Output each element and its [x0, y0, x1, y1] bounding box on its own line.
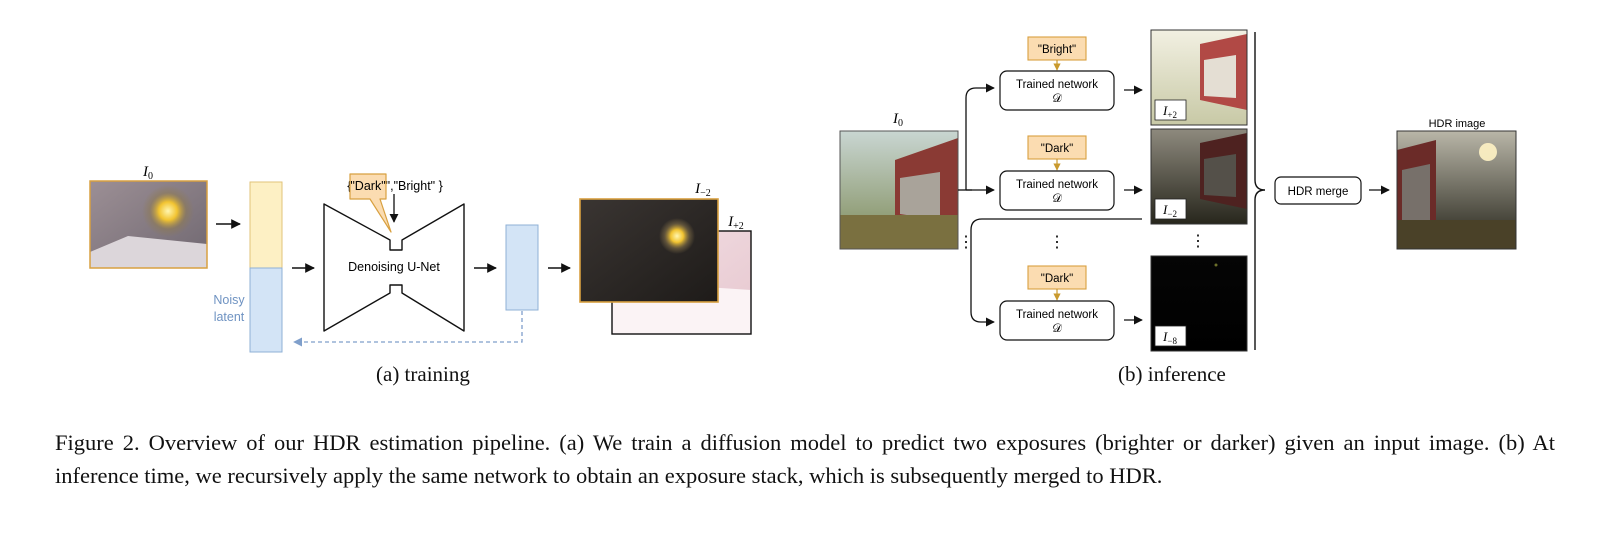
noisy-latent-stack	[249, 181, 283, 353]
prompt-label: "Dark"	[1041, 143, 1073, 155]
ellipsis-2: ⋮	[1049, 234, 1065, 251]
network-symbol: 𝒟	[1052, 91, 1062, 105]
training-subcaption: (a) training	[376, 362, 470, 386]
trained-network-label: Trained network	[1016, 79, 1098, 91]
training-bright-label: I+2	[727, 214, 744, 232]
inference-input-label: I0	[892, 111, 903, 129]
prompt-bubble-text: "Dark"	[350, 179, 385, 193]
training-dark-label: I−2	[694, 181, 711, 199]
trained-network-box	[999, 170, 1115, 211]
unet-shape	[323, 203, 465, 332]
noisy-latent-label-1: Noisy	[213, 293, 245, 307]
network-symbol: 𝒟	[1052, 321, 1062, 335]
hdr-merge-label: HDR merge	[1288, 186, 1349, 198]
trained-network-label: Trained network	[1016, 179, 1098, 191]
noisy-latent-label-2: latent	[214, 310, 245, 324]
ellipsis-3: ⋮	[1190, 233, 1206, 250]
pipeline-figure: I0 Noisy latent Denoising U-Net { "Dark"…	[89, 29, 1517, 353]
inference-right: ⋮ ⋮ ⋮ HDR merge HDR image	[958, 32, 1517, 350]
merge-brace	[1254, 32, 1266, 350]
ellipsis-1: ⋮	[958, 234, 974, 251]
training-output-dark	[579, 198, 719, 303]
feedback-arrow	[293, 311, 523, 347]
inference-input-image	[839, 130, 959, 250]
hdr-output-image	[1396, 130, 1517, 250]
trained-network-box	[999, 300, 1115, 341]
inference-panel: I0	[839, 83, 1142, 327]
hdr-merge-box	[1274, 176, 1362, 205]
network-symbol: 𝒟	[1052, 191, 1062, 205]
figure-caption: Figure 2. Overview of our HDR estimation…	[55, 430, 1555, 488]
training-input-label: I0	[142, 164, 153, 182]
hdr-image-title: HDR image	[1429, 118, 1486, 130]
training-panel: I0 Noisy latent Denoising U-Net { "Dark"…	[89, 164, 752, 353]
prompt-label: "Dark"	[1041, 273, 1073, 285]
trained-network-box	[999, 70, 1115, 111]
prompt-label: "Bright"	[1038, 44, 1076, 56]
inference-subcaption: (b) inference	[1118, 362, 1226, 386]
training-input-image	[89, 180, 208, 269]
trained-network-label: Trained network	[1016, 309, 1098, 321]
inference-branches: "Bright"Trained network𝒟I+2"Dark"Trained…	[999, 29, 1248, 352]
prompt-bubble	[349, 173, 392, 233]
unet-label: Denoising U-Net	[348, 260, 440, 274]
output-latent	[505, 224, 539, 311]
